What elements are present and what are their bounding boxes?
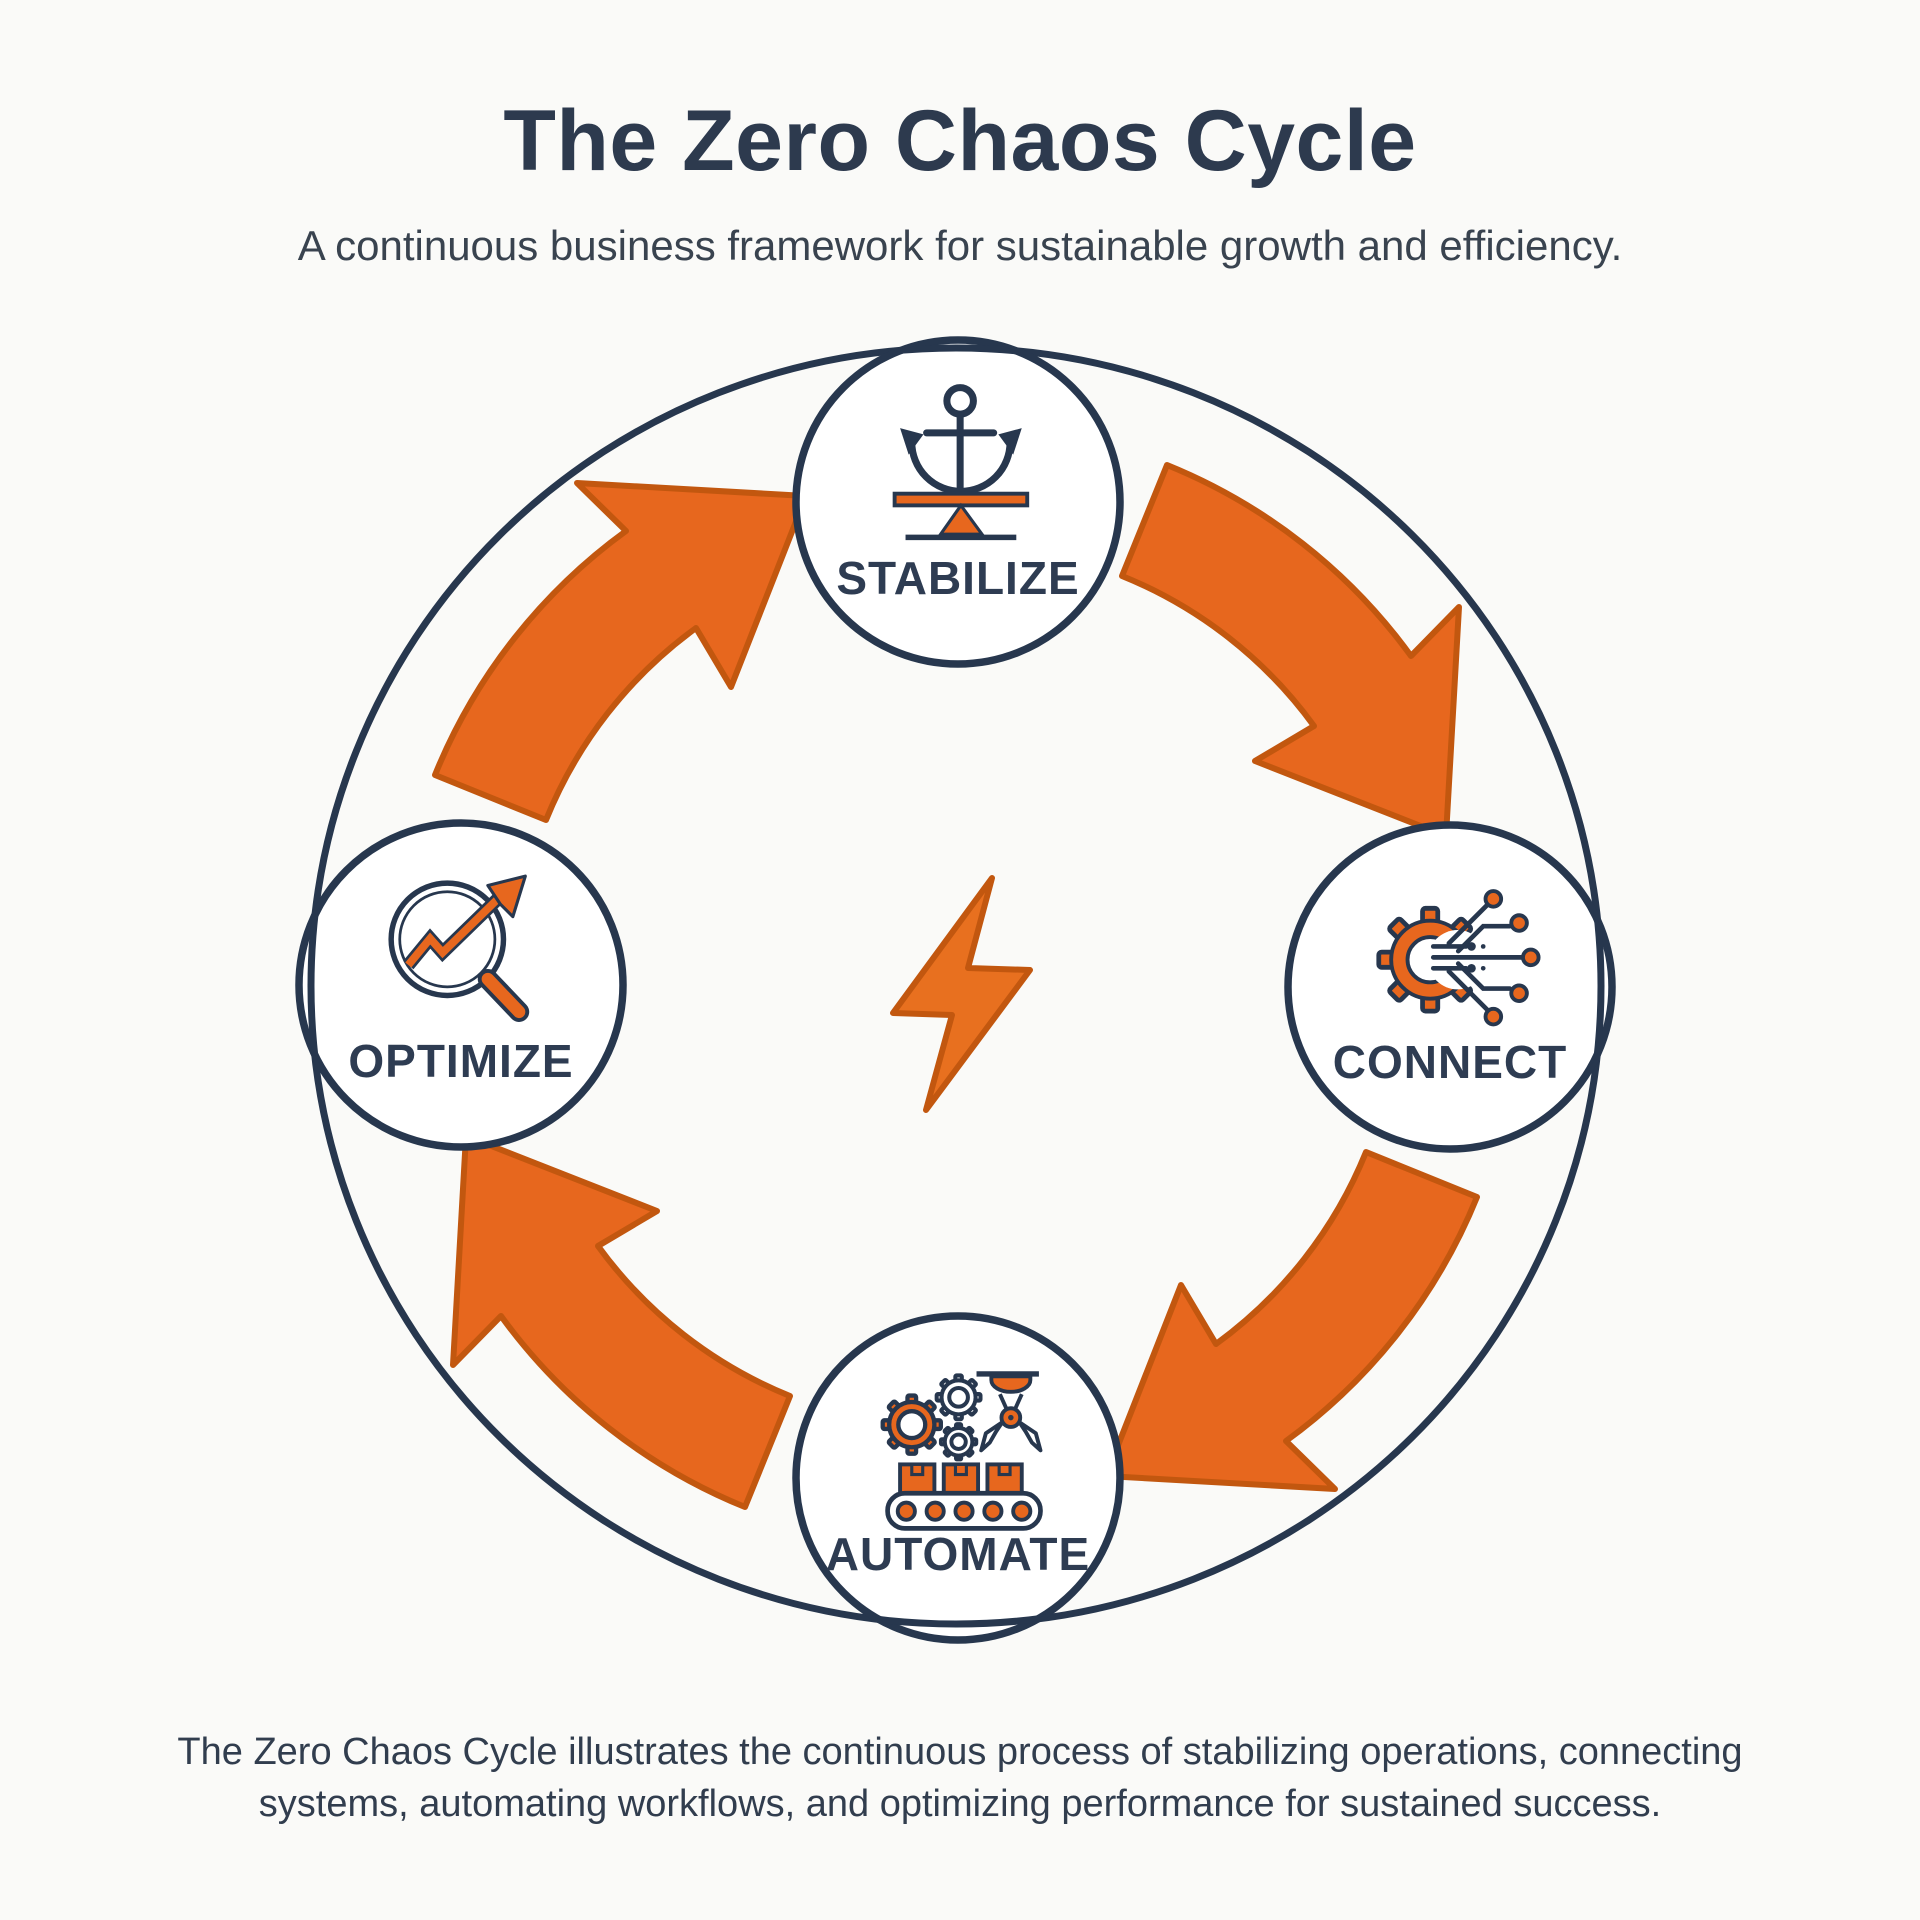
- arrow-automate-to-optimize: [453, 1136, 790, 1507]
- page-subtitle: A continuous business framework for sust…: [297, 222, 1623, 269]
- node-label-optimize: OPTIMIZE: [348, 1035, 573, 1087]
- arrow-optimize-to-stabilize: [435, 483, 806, 820]
- page-description: The Zero Chaos Cycle illustrates the con…: [0, 1726, 1920, 1830]
- anchor-balance-icon: [892, 384, 1030, 541]
- node-label-connect: CONNECT: [1333, 1036, 1567, 1088]
- node-stabilize: STABILIZE: [836, 384, 1079, 604]
- node-automate: AUTOMATE: [826, 1371, 1090, 1580]
- node-label-automate: AUTOMATE: [826, 1528, 1090, 1580]
- description-line: The Zero Chaos Cycle illustrates the con…: [177, 1731, 1743, 1773]
- lightning-bolt-icon: [890, 875, 1033, 1113]
- gear-circuit-icon: [1379, 889, 1541, 1027]
- page-title: The Zero Chaos Cycle: [503, 93, 1417, 189]
- node-label-stabilize: STABILIZE: [836, 552, 1079, 604]
- cycle-ring-overlay: [307, 344, 1605, 1628]
- arrow-connect-to-automate: [1106, 1152, 1477, 1489]
- node-optimize: OPTIMIZE: [348, 874, 573, 1087]
- arrow-stabilize-to-connect: [1122, 465, 1459, 836]
- node-connect: CONNECT: [1333, 889, 1567, 1088]
- conveyor-gears-robot-arm-icon: [883, 1371, 1043, 1531]
- magnifier-growth-arrow-icon: [388, 874, 530, 1022]
- description-line: systems, automating workflows, and optim…: [258, 1783, 1662, 1825]
